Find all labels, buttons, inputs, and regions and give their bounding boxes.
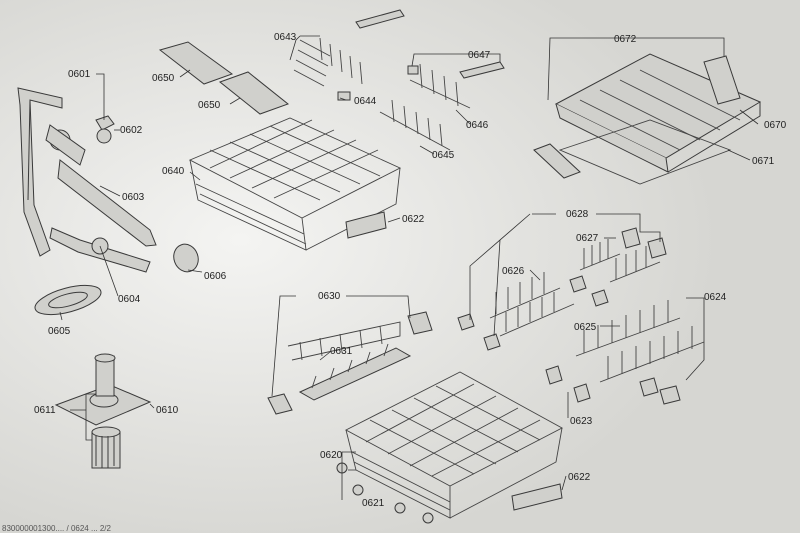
label-0644: 0644: [354, 96, 377, 107]
label-0672: 0672: [614, 34, 637, 45]
tine-row-0627: [579, 239, 661, 283]
label-0611: 0611: [34, 405, 56, 416]
label-0606: 0606: [204, 271, 227, 282]
part-labels: 0601 0602 0603 0604 0605 0606 0610 0611 …: [34, 32, 787, 509]
tine-rows-0643: [293, 37, 363, 87]
handle-0622-lower: [511, 483, 563, 511]
label-0645: 0645: [432, 150, 455, 161]
label-0602: 0602: [120, 125, 143, 136]
label-0646: 0646: [466, 120, 489, 131]
label-0643: 0643: [274, 32, 297, 43]
clips-0623: [545, 365, 591, 403]
label-0650-bottom: 0650: [198, 100, 221, 111]
supply-pipe-0601: [17, 87, 63, 257]
cover-0606: [173, 243, 199, 273]
label-0640: 0640: [162, 166, 185, 177]
label-0620: 0620: [320, 450, 343, 461]
micro-filter-0611: [91, 426, 121, 469]
tine-row-0625: [575, 300, 705, 383]
rail-0647: [355, 9, 505, 79]
fine-filter-0610: [54, 353, 152, 426]
label-0603: 0603: [122, 192, 145, 203]
label-0605: 0605: [48, 326, 71, 337]
lower-basket-0620: [345, 371, 563, 519]
label-0647: 0647: [468, 50, 491, 61]
spray-arm-0603: [45, 124, 157, 247]
filter-0605: [34, 284, 102, 316]
label-0623: 0623: [570, 416, 593, 427]
label-0624: 0624: [704, 292, 727, 303]
end-cap-0670: [703, 55, 741, 105]
handle-0622-upper: [345, 211, 387, 239]
clips-0628: [457, 227, 667, 351]
label-0628: 0628: [566, 209, 589, 220]
tine-row-0631: [298, 343, 412, 401]
label-0604: 0604: [118, 294, 141, 305]
label-0626: 0626: [502, 266, 525, 277]
tine-holder-0630: [267, 311, 433, 415]
holders-0624: [569, 275, 681, 405]
clip-0644: [337, 91, 351, 101]
leader-lines: [59, 35, 759, 500]
upper-basket-0640: [188, 117, 402, 251]
label-0625: 0625: [574, 322, 597, 333]
rail-0671: [533, 119, 732, 185]
cutlery-tray-0650: [158, 41, 290, 115]
label-0610: 0610: [156, 405, 179, 416]
label-0650-top: 0650: [152, 73, 175, 84]
label-0621: 0621: [362, 498, 385, 509]
third-rack-0672: [554, 53, 762, 173]
label-0601: 0601: [68, 69, 91, 80]
label-0622-lower: 0622: [568, 472, 591, 483]
tine-row-0645: [379, 99, 451, 151]
footer-text: 830000001300.... / 0624 ... 2/2: [2, 524, 112, 533]
label-0671: 0671: [752, 156, 775, 167]
label-0630: 0630: [318, 291, 341, 302]
tine-row-0646: [409, 63, 471, 109]
label-0670: 0670: [764, 120, 787, 131]
label-0631: 0631: [330, 346, 353, 357]
label-0627: 0627: [576, 233, 599, 244]
label-0622-upper: 0622: [402, 214, 425, 225]
connector-0602: [95, 115, 115, 144]
